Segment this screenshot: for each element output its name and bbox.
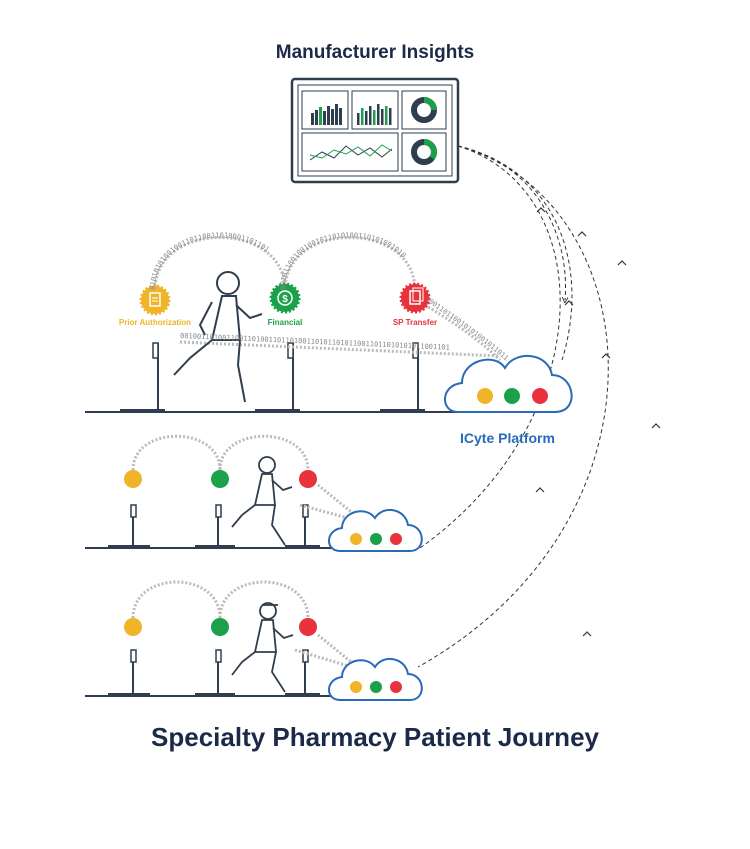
status-dot-red <box>299 470 317 488</box>
platform-label: ICyte Platform <box>460 430 555 446</box>
step-label-financial: Financial <box>267 318 303 327</box>
binary-stream: 0101010100100110110011010001101101 <box>149 231 271 289</box>
document-icon <box>149 292 161 307</box>
transfer-document-icon <box>409 287 424 305</box>
icyte-cloud <box>444 354 573 413</box>
diagram-title: Specialty Pharmacy Patient Journey <box>151 722 599 752</box>
binary-stream: 0010011010011001101001101101001101011010… <box>180 332 450 352</box>
status-dot-green <box>211 470 229 488</box>
bar-chart-icon <box>351 90 399 130</box>
financial-step: $ <box>269 282 301 314</box>
runner-figure <box>231 602 294 693</box>
prior-authorization-step <box>139 284 171 316</box>
status-dot-green <box>211 618 229 636</box>
svg-text:$: $ <box>282 294 288 305</box>
line-chart-icon <box>301 132 399 172</box>
step-label-prior-authorization: Prior Authorization <box>118 318 192 327</box>
journey-row-1: $ <box>85 236 573 413</box>
dashboard-monitor <box>290 77 460 184</box>
journey-row-2 <box>85 434 423 552</box>
status-dot-yellow <box>124 470 142 488</box>
runner-figure <box>231 456 293 546</box>
arrow-heads <box>535 207 661 637</box>
step-label-sp-transfer: SP Transfer <box>392 318 438 327</box>
runner-figure <box>173 271 263 403</box>
donut-chart-icon <box>401 90 447 130</box>
platform-cloud <box>328 509 423 552</box>
page-title: Manufacturer Insights <box>275 42 475 63</box>
status-dot-red <box>299 618 317 636</box>
dollar-icon: $ <box>277 290 293 306</box>
journey-row-3 <box>85 580 423 701</box>
sp-transfer-step <box>399 282 431 314</box>
donut-chart-icon <box>401 132 447 172</box>
platform-cloud <box>328 658 423 701</box>
data-flow-arrows <box>417 145 609 668</box>
status-dot-yellow <box>124 618 142 636</box>
bar-chart-icon <box>301 90 349 130</box>
binary-stream: 001011001001001011010100110101001010 <box>279 231 408 289</box>
